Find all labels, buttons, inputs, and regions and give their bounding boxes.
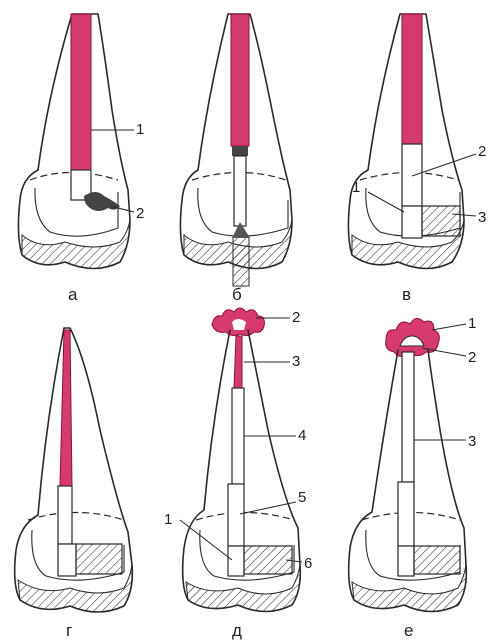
label-d-2: 2 [292,309,300,326]
panel-b [180,14,292,286]
label-e-1: 1 [468,315,476,332]
canal-hatched [398,482,414,546]
stippled-base [402,206,422,238]
caption-a: а [68,285,78,304]
crown-dash [28,513,124,521]
label-v-1: 1 [352,179,360,196]
canal-empty [234,156,246,226]
caption-d: д [232,621,242,640]
label-v-2: 2 [478,143,486,160]
drill-shank [233,236,249,286]
panel-g [15,328,133,612]
stippled-base [398,546,414,576]
canal-hatched [58,486,72,544]
granuloma-center [232,319,246,330]
label-e-3: 3 [468,433,476,450]
instrument-shaft [232,146,248,156]
label-e-2: 2 [468,349,476,366]
enamel-crown [22,220,130,269]
carious-cavity [84,192,120,211]
crown-dash [196,513,294,521]
crown-filling [422,206,460,236]
label-d-1: 1 [164,511,172,528]
canal-hatched [228,484,244,546]
label-d-5: 5 [298,489,306,506]
canal-empty [232,388,244,484]
caption-e: е [404,621,413,640]
label-d-6: 6 [304,555,312,572]
canal-filling [60,330,72,486]
caption-v: в [402,285,411,304]
panel-v [348,14,476,269]
canal-empty [402,352,414,482]
panel-a [18,14,134,269]
label-d-4: 4 [298,427,306,444]
label-v-3: 3 [478,209,486,226]
canal-hatched [402,144,422,206]
canal-filling [71,14,91,170]
crown-filling [414,546,460,574]
label-a-1: 1 [136,121,144,138]
label-d-3: 3 [292,353,300,370]
caption-b: б [232,285,242,304]
caption-g: г [66,621,72,640]
panel-e [349,318,467,611]
label-a-2: 2 [136,205,144,222]
crown-filling [244,546,292,574]
stippled-base [228,546,244,576]
stippled-base [58,544,76,576]
panel-d [180,308,302,612]
canal-filling [231,14,249,146]
crown-filling [76,544,122,574]
canal-filling [402,14,422,144]
apical-filling [234,336,242,388]
